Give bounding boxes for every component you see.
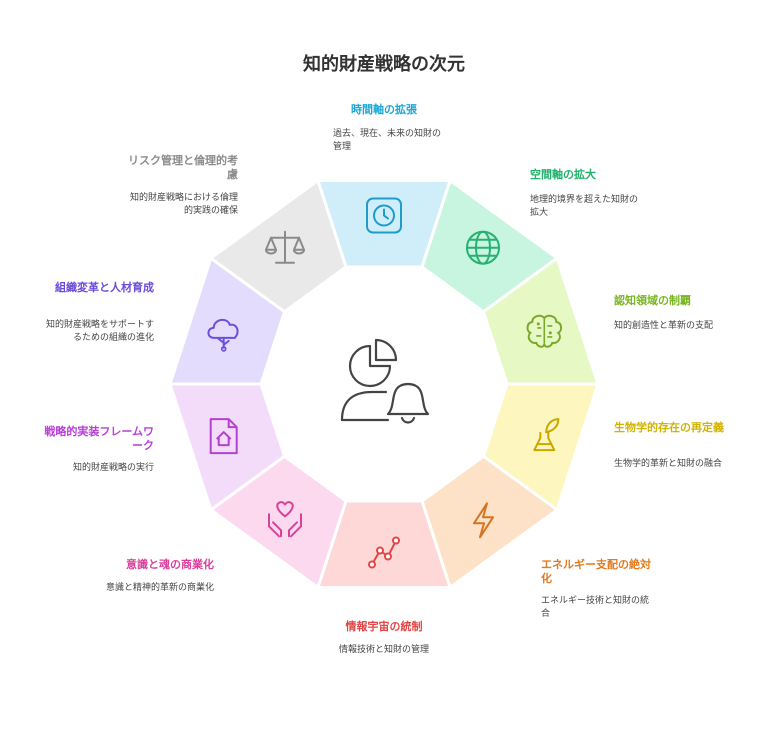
segment-desc-organization: 知的財産戦略をサポートするための組織の進化 (45, 320, 154, 343)
page-title: 知的財産戦略の次元 (303, 54, 465, 75)
line-chart-icon (368, 536, 400, 569)
flask-icon (533, 418, 560, 452)
segment-label-biology: 生物学的存在の再定義 (614, 421, 724, 434)
hands-heart-icon (268, 501, 302, 538)
segment-label-framework: 戦略的実装フレームワーク (44, 425, 154, 452)
segment-label-energy: エネルギー支配の絶対化 (541, 558, 651, 585)
scales-icon (265, 230, 305, 264)
brain-icon (526, 314, 563, 348)
document-house-icon (209, 418, 238, 455)
segment-desc-risk: 知的財産戦略における倫理的実践の確保 (129, 193, 238, 216)
segment-label-risk: リスク管理と倫理的考慮 (128, 154, 238, 181)
cloud-icon (207, 318, 239, 352)
segment-desc-consciousness: 意識と精神的革新の商業化 (105, 583, 214, 593)
ring-segment-9 (209, 179, 348, 314)
segment-desc-space: 地理的境界を超えた知財の拡大 (530, 195, 639, 218)
clock-icon (366, 197, 402, 234)
globe-icon (466, 230, 500, 265)
segment-desc-biology: 生物学的革新と知財の融合 (614, 459, 723, 469)
segment-label-time: 時間軸の拡張 (351, 103, 417, 116)
segment-label-organization: 組織変革と人材育成 (55, 281, 154, 294)
segment-label-cognitive: 認知領域の制覇 (614, 294, 691, 307)
pie-user-bell-icon (340, 338, 430, 424)
segment-desc-cognitive: 知的創造性と革新の支配 (614, 321, 714, 331)
segment-label-space: 空間軸の拡大 (530, 168, 596, 181)
segment-label-information: 情報宇宙の統制 (345, 620, 423, 633)
segment-desc-energy: エネルギー技術と知財の統合 (541, 596, 650, 619)
segment-label-consciousness: 意識と魂の商業化 (126, 558, 214, 571)
lightning-icon (473, 502, 494, 539)
segment-desc-time: 過去、現在、未来の知財の管理 (333, 129, 442, 152)
segment-desc-information: 情報技術と知財の管理 (338, 645, 429, 655)
segment-desc-framework: 知的財産戦略の実行 (72, 463, 154, 473)
